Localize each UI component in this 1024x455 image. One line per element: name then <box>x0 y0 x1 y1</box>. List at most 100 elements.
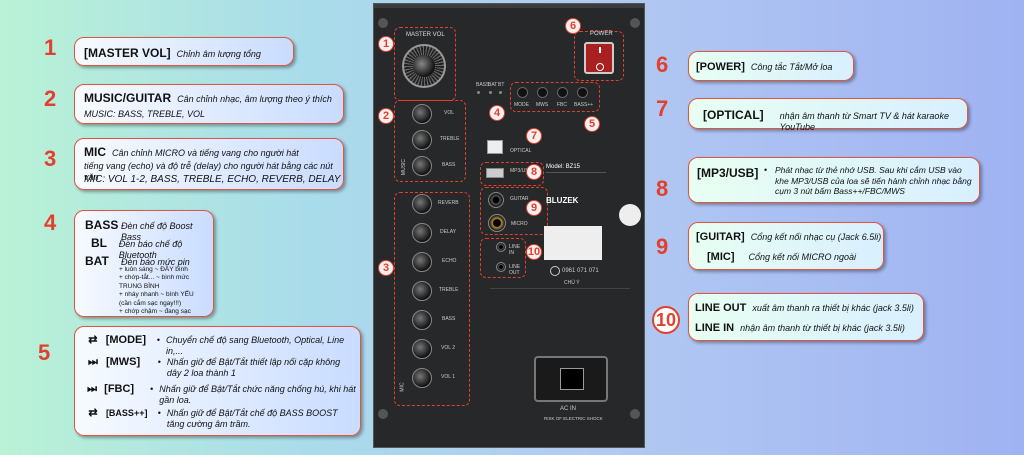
mic-title: MIC <box>84 145 106 159</box>
line-in-label: LINE IN <box>509 244 521 256</box>
fbc-icon: ⏭ <box>87 383 98 395</box>
power-switch[interactable] <box>584 42 614 74</box>
barcode-sticker <box>544 226 602 260</box>
warning-text-block <box>490 288 630 318</box>
bass-boost-button[interactable] <box>577 87 588 98</box>
buttons-box: ⇄ [MODE] • Chuyển chế độ sang Bluetooth,… <box>74 326 361 436</box>
line-out-desc: xuất âm thanh ra thiết bị khác (jack 3.5… <box>752 303 914 313</box>
power-desc: Công tắc Tắt/Mở loa <box>750 62 833 72</box>
mic-vol2-label: VOL 2 <box>441 345 455 351</box>
mic-treble-label: TREBLE <box>439 287 459 293</box>
mic-treble-knob[interactable] <box>412 281 432 301</box>
ac-in-label: AC IN <box>560 406 577 412</box>
mic-box: MIC Cân chỉnh MICRO và tiếng vang cho ng… <box>74 138 344 190</box>
bat-led-label: BAT <box>85 254 109 268</box>
shock-warning: RISK OF ELECTRIC SHOCK <box>544 416 603 421</box>
callout-number-9: 9 <box>656 234 669 259</box>
mic-desc-1: Cân chỉnh MICRO và tiếng vang cho người … <box>112 148 299 158</box>
device-callout-5: 5 <box>584 116 600 132</box>
mws-button[interactable] <box>537 87 548 98</box>
usb-label: MP3/USB <box>510 168 532 174</box>
optical-port[interactable] <box>487 140 503 154</box>
mic-delay-knob[interactable] <box>412 223 432 243</box>
music-guitar-title: MUSIC/GUITAR <box>84 91 172 105</box>
device-callout-6: 6 <box>565 18 581 34</box>
bat-level-full: + luôn sáng ~ ĐẦY bình <box>119 266 188 273</box>
guitar-jack[interactable] <box>488 192 504 208</box>
optical-desc: nhận âm thanh từ Smart TV & hát karaoke … <box>779 111 949 133</box>
bl-led-desc: Đèn báo chế độ Bluetooth <box>118 239 183 261</box>
mic-bass-label: BASS <box>442 316 456 322</box>
bat-level-low: + nháy nhanh ~ bình YẾU <box>119 291 194 299</box>
mic-reverb-knob[interactable] <box>412 194 432 214</box>
fbc-button[interactable] <box>557 87 568 98</box>
bat-level-medium: + chớp-tắt... ~ bình mức TRUNG BÌNH <box>119 274 190 290</box>
mws-icon: ⏭ <box>88 356 98 368</box>
callout-number-10: 10 <box>652 306 680 334</box>
line-in-jack[interactable] <box>496 242 506 252</box>
mws-desc: Nhấn giữ để Bật/Tắt thiết lập nối cặp kh… <box>166 357 341 379</box>
mic-bass-knob[interactable] <box>412 310 432 330</box>
music-guitar-sub: MUSIC: BASS, TREBLE, VOL <box>84 109 206 119</box>
line-box: LINE OUT xuất âm thanh ra thiết bị khác … <box>688 293 924 341</box>
bat-levels: + luôn sáng ~ ĐẦY bình + chớp-tắt... ~ b… <box>119 266 213 317</box>
music-treble-knob[interactable] <box>412 130 432 150</box>
power-box: [POWER] Công tắc Tắt/Mở loa <box>688 51 854 81</box>
led-bat: BAT <box>488 82 498 88</box>
mic-vol1-knob[interactable] <box>412 368 432 388</box>
micro-label: MICRO <box>511 221 528 227</box>
mic-sub: MIC: VOL 1-2, BASS, TREBLE, ECHO, REVERB… <box>84 174 341 185</box>
led-bass: BASS <box>476 82 490 88</box>
brand-label: BLUZEK <box>546 196 579 205</box>
micro-jack[interactable] <box>488 214 506 232</box>
music-guitar-desc: Cân chỉnh nhạc, âm lượng theo ý thích <box>177 94 332 104</box>
fbc-label: [FBC] <box>104 383 135 395</box>
fbc-desc: Nhấn giữ để Bật/Tắt chức năng chống hú, … <box>159 384 356 406</box>
callout-number-1: 1 <box>44 35 57 60</box>
mic-delay-label: DELAY <box>440 229 457 235</box>
callout-number-5: 5 <box>38 340 51 365</box>
guitar-desc: Cổng kết nối nhạc cụ (Jack 6.5li) <box>750 232 882 242</box>
mic-vol1-label: VOL 1 <box>441 374 455 380</box>
mic-echo-label: ECHO <box>442 258 457 264</box>
mode-icon: ⇄ <box>88 334 98 346</box>
bat-level-warning: (cần cắm sạc ngay!!!) <box>119 299 182 307</box>
speaker-back-panel: MASTER VOL 1 POWER 6 BASS BAT BT MODE MW… <box>373 3 645 448</box>
music-bass-knob[interactable] <box>412 156 432 176</box>
callout-number-8: 8 <box>656 176 669 201</box>
ac-in-socket[interactable] <box>534 356 608 402</box>
mic-port-desc: Cổng kết nối MICRO ngoài <box>748 252 857 262</box>
music-vol-label: VOL <box>444 110 455 116</box>
optical-title: [OPTICAL] <box>703 108 764 122</box>
mws-label: [MWS] <box>105 356 141 368</box>
bass-led-label: BASS <box>85 218 119 232</box>
optical-label: OPTICAL <box>510 148 532 154</box>
music-side-label: MUSIC <box>401 158 408 176</box>
mode-button[interactable] <box>517 87 528 98</box>
usb-desc: Phát nhạc từ thẻ nhớ USB. Sau khi cắm US… <box>775 165 972 197</box>
spec-plate: Model: BZ15 BLUZEK <box>546 164 616 214</box>
usb-port[interactable] <box>486 168 504 178</box>
device-callout-8: 8 <box>526 164 542 180</box>
model-label: Model: BZ15 <box>546 164 581 170</box>
master-vol-knob[interactable] <box>402 44 446 88</box>
mic-side-label: MIC <box>399 382 406 392</box>
mic-echo-knob[interactable] <box>412 252 432 272</box>
guitar-mic-box: [GUITAR] Cổng kết nối nhạc cụ (Jack 6.5l… <box>688 222 884 270</box>
power-title: [POWER] <box>696 61 745 73</box>
mic-vol2-knob[interactable] <box>412 339 432 359</box>
guitar-title: [GUITAR] <box>696 231 745 243</box>
master-vol-label: MASTER VOL <box>406 32 445 38</box>
music-vol-knob[interactable] <box>412 104 432 124</box>
device-callout-10: 10 <box>526 244 542 260</box>
guitar-label: GUITAR <box>510 196 529 202</box>
master-vol-box: [MASTER VOL] Chỉnh âm lượng tổng <box>74 37 294 66</box>
callout-number-2: 2 <box>44 86 57 111</box>
line-out-jack[interactable] <box>496 262 506 272</box>
device-callout-7: 7 <box>526 128 542 144</box>
music-treble-label: TREBLE <box>440 136 460 142</box>
music-guitar-box: MUSIC/GUITAR Cân chỉnh nhạc, âm lượng th… <box>74 84 344 124</box>
device-callout-3: 3 <box>378 260 394 276</box>
callout-number-4: 4 <box>44 210 57 235</box>
optical-box: [OPTICAL] nhận âm thanh từ Smart TV & há… <box>688 98 968 132</box>
